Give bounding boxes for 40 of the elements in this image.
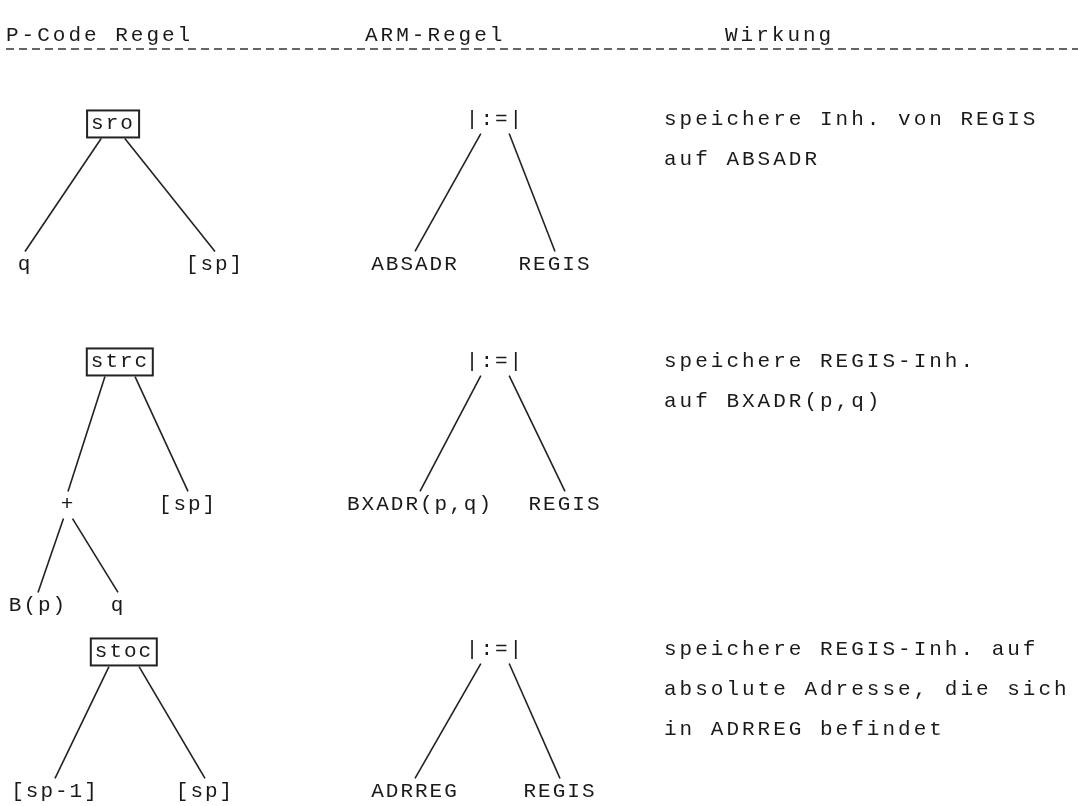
description-text: speichere REGIS-Inh. auf absolute Adresse, die sich in ADRREG befindet: [664, 637, 1071, 743]
tree-branch: [419, 374, 482, 493]
tree-node-label: B(p): [5, 592, 71, 620]
tree-node-label: q: [107, 592, 129, 620]
tree-node-label: |:=|: [462, 106, 528, 134]
tree-node-label: REGIS: [520, 778, 600, 806]
tree-branch: [24, 137, 102, 253]
tree-branch: [414, 662, 482, 780]
column-heading: Wirkung: [725, 24, 835, 48]
tree-node-label: +: [57, 491, 79, 519]
tree-node-label: q: [14, 251, 36, 279]
tree-node-label: [sp-1]: [8, 778, 102, 806]
tree-node-label: BXADR(p,q): [344, 491, 496, 519]
tree-node-label: |:=|: [462, 348, 528, 376]
tree-branch: [134, 375, 189, 493]
tree-node-label: REGIS: [515, 251, 595, 279]
tree-node-label: |:=|: [462, 636, 528, 664]
tree-node-label: REGIS: [525, 491, 605, 519]
tree-branch: [138, 665, 206, 780]
operator-box: stoc: [89, 637, 159, 667]
tree-branch: [67, 375, 106, 493]
tree-branch: [71, 517, 119, 594]
tree-branch: [414, 132, 482, 253]
description-text: speichere REGIS-Inh. auf BXADR(p,q): [664, 349, 978, 415]
tree-node-label: [sp]: [172, 778, 238, 806]
operator-box: strc: [85, 347, 155, 377]
tree-branch: [508, 374, 566, 493]
tree-node-label: [sp]: [155, 491, 221, 519]
tree-branch: [54, 665, 110, 780]
tree-branch: [508, 662, 561, 780]
tree-node-label: ABSADR: [368, 251, 462, 279]
operator-box: sro: [86, 109, 140, 139]
tree-node-label: [sp]: [182, 251, 248, 279]
tree-branch: [124, 137, 216, 253]
description-text: speichere Inh. von REGIS auf ABSADR: [664, 107, 1040, 173]
tree-node-label: ADRREG: [368, 778, 462, 806]
tree-branch: [37, 517, 65, 594]
column-heading: P-Code Regel: [6, 24, 194, 48]
tree-branch: [508, 132, 556, 253]
column-heading: ARM-Regel: [365, 24, 506, 48]
